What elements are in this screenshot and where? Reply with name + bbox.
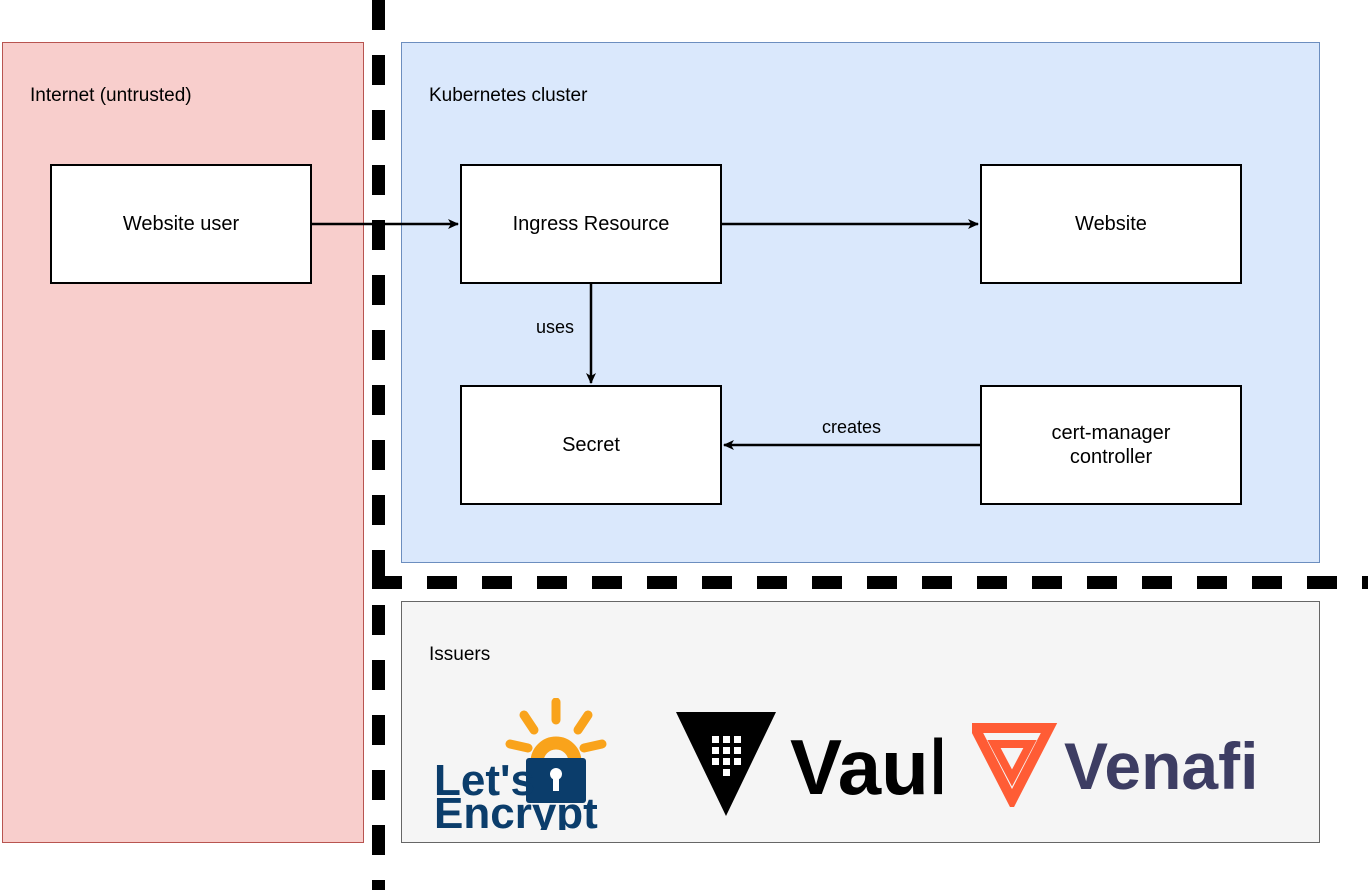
zone-issuers-label: Issuers bbox=[429, 644, 491, 665]
node-website-user-label: Website user bbox=[122, 212, 240, 235]
node-website[interactable]: Website bbox=[980, 164, 1242, 284]
node-secret-label: Secret bbox=[562, 433, 620, 456]
venafi-wordmark: Venafi bbox=[1064, 729, 1258, 803]
issuer-logo-row: Let's Encrypt bbox=[402, 696, 1321, 831]
edge-label-uses: uses bbox=[536, 317, 575, 337]
lets-encrypt-line2: Encrypt bbox=[434, 789, 598, 830]
node-ingress-resource[interactable]: Ingress Resource bbox=[460, 164, 722, 284]
lets-encrypt-logo: Let's Encrypt bbox=[434, 698, 607, 830]
node-website-label: Website bbox=[1075, 212, 1147, 235]
node-secret[interactable]: Secret bbox=[460, 385, 722, 505]
zone-issuers: Issuers Let's bbox=[401, 601, 1320, 843]
node-ingress-resource-label: Ingress Resource bbox=[512, 212, 670, 235]
lets-encrypt-line1: Let's bbox=[434, 756, 535, 805]
trust-boundary-vertical bbox=[372, 0, 385, 890]
venafi-logo: Venafi bbox=[972, 723, 1258, 807]
zone-internet: Internet (untrusted) bbox=[2, 42, 364, 843]
trust-boundary-horizontal bbox=[372, 576, 1368, 589]
edge-label-creates: creates bbox=[822, 417, 882, 437]
vault-wordmark: Vault bbox=[790, 723, 942, 811]
zone-internet-label: Internet (untrusted) bbox=[30, 85, 192, 106]
vault-logo: Vault bbox=[676, 712, 942, 816]
zone-kubernetes-cluster-label: Kubernetes cluster bbox=[429, 85, 588, 106]
node-website-user[interactable]: Website user bbox=[50, 164, 312, 284]
